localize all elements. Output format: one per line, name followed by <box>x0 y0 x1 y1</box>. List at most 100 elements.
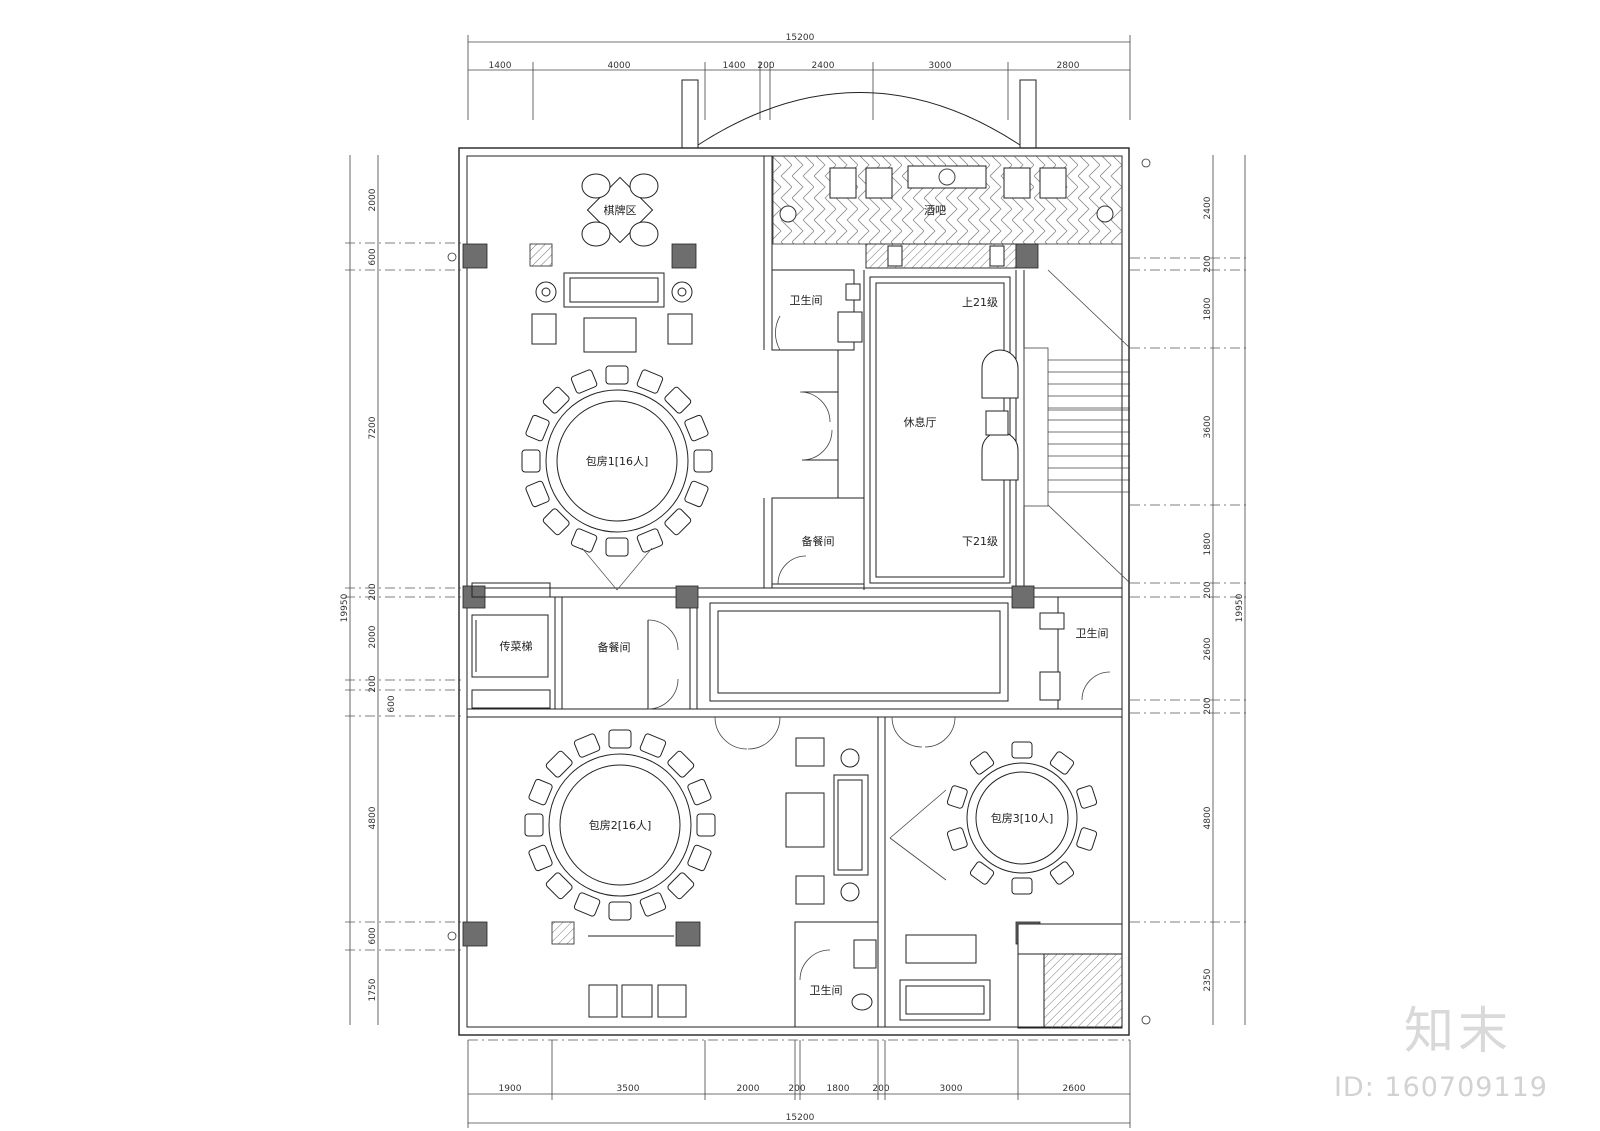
dim-right-10: 2350 <box>1203 968 1213 991</box>
label-private-room-3: 包房3[10人] <box>991 812 1054 825</box>
chair <box>636 369 664 394</box>
chair <box>636 528 664 553</box>
dim-left-4: 200 <box>368 583 378 600</box>
chair <box>1076 827 1098 851</box>
label-toilet-2: 卫生间 <box>1076 626 1109 640</box>
dim-bottom-1: 1900 <box>499 1084 522 1094</box>
chair <box>608 729 632 749</box>
dim-left-9: 600 <box>368 927 378 944</box>
dim-overall-bottom: 15200 <box>786 1113 815 1123</box>
label-service-room-2: 备餐间 <box>598 640 631 654</box>
grid-bubbles <box>447 158 1151 1025</box>
dim-overall-left: 19950 <box>340 593 350 622</box>
chair <box>573 733 601 758</box>
chair <box>525 480 550 508</box>
chair <box>664 386 692 414</box>
room1-dining-table <box>521 365 713 557</box>
label-toilet-1: 卫生间 <box>790 293 823 307</box>
label-stair-down: 下21级 <box>962 535 998 548</box>
chair <box>1076 785 1098 809</box>
dim-left-8: 4800 <box>368 806 378 829</box>
dim-right-4: 3600 <box>1203 415 1213 438</box>
dim-left-7: 600 <box>387 695 397 712</box>
chair <box>608 901 632 921</box>
door-swings <box>647 315 1111 981</box>
dim-top-2: 4000 <box>608 61 631 71</box>
wine-bar-area <box>772 155 1123 269</box>
label-private-room-2: 包房2[16人] <box>589 819 652 832</box>
chair <box>525 414 550 442</box>
dim-right-1: 2400 <box>1203 196 1213 219</box>
dim-left-10: 1750 <box>368 978 378 1001</box>
room2-dining-table <box>524 729 716 921</box>
dim-overall-top: 15200 <box>786 33 815 43</box>
room3-dining-table <box>946 741 1098 895</box>
chair <box>664 508 692 536</box>
chair <box>570 369 598 394</box>
label-stair-up: 上21级 <box>962 296 998 309</box>
dim-bottom-5: 1800 <box>827 1084 850 1094</box>
chair <box>542 386 570 414</box>
chair <box>687 778 712 806</box>
chair <box>946 785 968 809</box>
dim-right-2: 200 <box>1203 255 1213 272</box>
chair <box>605 365 629 385</box>
chair <box>1049 861 1075 885</box>
room2-sofa-set <box>588 737 869 1018</box>
chair <box>521 449 541 473</box>
dim-bottom-4: 200 <box>788 1084 805 1094</box>
chair <box>946 827 968 851</box>
chair <box>693 449 713 473</box>
dim-bottom-6: 200 <box>872 1084 889 1094</box>
chair <box>969 861 995 885</box>
dim-top-6: 3000 <box>929 61 952 71</box>
dim-left-2: 600 <box>368 248 378 265</box>
watermark-logo: 知末 <box>1404 1002 1512 1060</box>
label-wine-bar: 酒吧 <box>924 204 946 217</box>
room3-furniture <box>899 923 1123 1029</box>
chair <box>639 892 667 917</box>
chair <box>573 892 601 917</box>
chair <box>524 813 544 837</box>
label-toilet-3: 卫生间 <box>810 983 843 997</box>
chair <box>667 750 695 778</box>
dimension-lines <box>349 35 1246 1128</box>
dim-right-3: 1800 <box>1203 297 1213 320</box>
entrance <box>681 79 1037 149</box>
dimension-guides <box>345 242 1250 1041</box>
chair <box>1011 877 1033 895</box>
chair <box>969 751 995 775</box>
dim-right-8: 200 <box>1203 697 1213 714</box>
hatched-columns <box>529 243 575 945</box>
stairs <box>1023 269 1131 584</box>
chair <box>696 813 716 837</box>
dim-right-6: 200 <box>1203 581 1213 598</box>
room1-sofa-set <box>531 272 693 353</box>
chess-area-furniture <box>581 173 659 247</box>
lounge <box>869 276 1019 584</box>
chair <box>545 750 573 778</box>
dim-bottom-3: 2000 <box>737 1084 760 1094</box>
toilet3-fixtures <box>851 939 877 1011</box>
chair <box>687 844 712 872</box>
toilet1-fixtures <box>837 283 863 343</box>
dim-left-6: 200 <box>368 675 378 692</box>
dim-top-5: 2400 <box>812 61 835 71</box>
dim-left-1: 2000 <box>368 188 378 211</box>
label-chess-area: 棋牌区 <box>604 203 637 217</box>
middle-band <box>471 582 1065 709</box>
chair <box>545 872 573 900</box>
chair <box>542 508 570 536</box>
label-service-lift: 传菜梯 <box>500 640 533 653</box>
chair <box>667 872 695 900</box>
dim-right-9: 4800 <box>1203 806 1213 829</box>
watermark-id: ID: 160709119 <box>1333 1072 1548 1103</box>
interior-walls <box>467 156 1122 1028</box>
dim-left-5: 2000 <box>368 625 378 648</box>
chair <box>1049 751 1075 775</box>
label-service-room-1: 备餐间 <box>802 534 835 548</box>
chair <box>639 733 667 758</box>
chair <box>1011 741 1033 759</box>
chair <box>684 414 709 442</box>
